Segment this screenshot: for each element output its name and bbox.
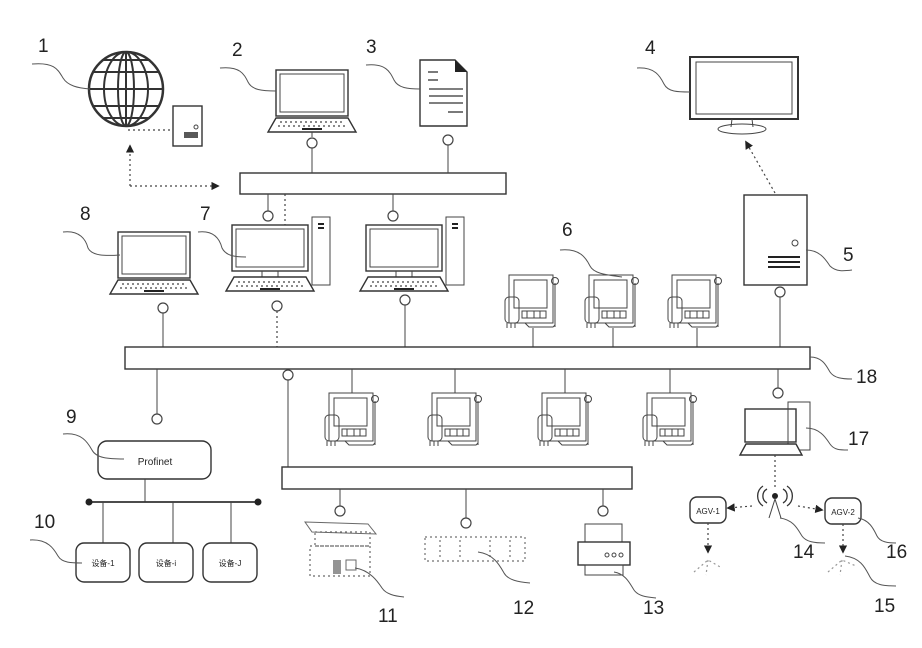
internet-link-arrow	[125, 144, 220, 191]
network-node	[399, 294, 411, 306]
main-network-bus	[124, 346, 811, 370]
label-16: 16	[886, 542, 907, 563]
label-18: 18	[856, 367, 877, 388]
shopfloor-network-bus	[281, 466, 633, 490]
document-icon	[419, 59, 468, 127]
network-node	[772, 387, 784, 399]
leader-lines	[29, 63, 897, 599]
svg-text:设备-1: 设备-1	[91, 558, 115, 568]
label-17: 17	[848, 429, 869, 450]
cnc-machine-icon	[304, 521, 378, 577]
network-node	[262, 210, 274, 222]
network-node	[597, 505, 609, 517]
monitor-icon	[689, 56, 799, 135]
internet-globe-icon	[87, 50, 165, 128]
svg-text:AGV-1: AGV-1	[696, 507, 720, 516]
server-icon	[743, 194, 808, 286]
svg-text:设备-J: 设备-J	[219, 558, 242, 568]
machine-terminal-icon	[537, 392, 592, 447]
display-link-arrow	[745, 140, 776, 194]
bus-terminator	[85, 498, 93, 506]
label-15: 15	[874, 596, 895, 617]
machine-terminal-icon	[324, 392, 379, 447]
svg-text:设备-i: 设备-i	[156, 558, 177, 568]
machine-terminal-icon	[667, 274, 722, 329]
label-11: 11	[378, 606, 398, 627]
office-network-bus	[239, 172, 507, 195]
label-5: 5	[843, 245, 854, 266]
label-3: 3	[366, 37, 377, 58]
machine-terminal-icon	[642, 392, 697, 447]
machine-terminal-icon	[427, 392, 482, 447]
label-8: 8	[80, 204, 91, 225]
printer-icon	[577, 523, 631, 576]
desktop-workstation-icon	[225, 216, 331, 292]
network-node	[271, 300, 283, 312]
modem-icon	[128, 105, 203, 147]
profinet-label: Profinet	[138, 457, 173, 468]
machine-terminal-icon	[584, 274, 639, 329]
network-node	[282, 369, 294, 381]
network-node	[774, 286, 786, 298]
agv-1-controller: AGV-1	[689, 496, 727, 524]
wireless-access-point-icon	[757, 485, 793, 519]
desktop-workstation-icon	[359, 216, 465, 292]
network-node	[151, 413, 163, 425]
svg-text:AGV-2: AGV-2	[831, 508, 855, 517]
field-device-i: 设备-i	[138, 542, 194, 583]
label-6: 6	[562, 220, 573, 241]
network-node	[306, 137, 318, 149]
label-13: 13	[643, 598, 664, 619]
label-4: 4	[645, 38, 656, 59]
agv-robot-icon	[693, 559, 723, 576]
field-device-j: 设备-J	[202, 542, 258, 583]
profinet-gateway: Profinet	[97, 440, 212, 480]
label-2: 2	[232, 40, 243, 61]
network-node	[460, 517, 472, 529]
bus-terminator	[254, 498, 262, 506]
label-12: 12	[513, 598, 534, 619]
machine-terminal-icon	[504, 274, 559, 329]
agv-robot-icon	[827, 559, 857, 576]
network-node	[334, 505, 346, 517]
label-14: 14	[793, 542, 815, 563]
label-7: 7	[200, 204, 211, 225]
label-1: 1	[38, 36, 49, 57]
field-device-1: 设备-1	[75, 542, 131, 583]
network-node	[157, 302, 169, 314]
agv-2-controller: AGV-2	[824, 497, 862, 525]
network-node	[442, 134, 454, 146]
laptop-icon	[267, 69, 357, 133]
label-10: 10	[34, 512, 55, 533]
plc-rack-icon	[424, 536, 526, 562]
network-node	[387, 210, 399, 222]
agv-control-pc-icon	[738, 401, 811, 456]
laptop-workstation-icon	[109, 231, 199, 295]
label-9: 9	[66, 407, 77, 428]
